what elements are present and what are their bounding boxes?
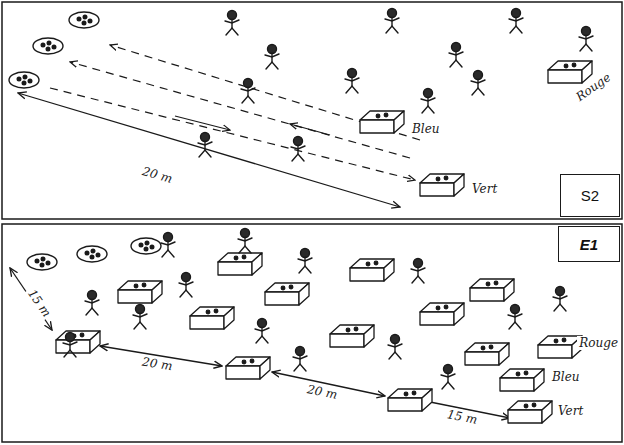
crate-label: Bleu (410, 122, 442, 136)
distance-label: 15 m (444, 407, 481, 428)
distance-label: 15 m (23, 285, 55, 321)
panel-code: S2 (581, 187, 599, 204)
crate-label: Bleu (550, 370, 582, 384)
crate-label: Vert (556, 404, 585, 418)
crate-label: Rouge (577, 336, 620, 350)
distance-label: 20 m (139, 164, 176, 187)
crate-label: Vert (470, 182, 499, 196)
panel-code: E1 (580, 236, 598, 253)
panel-tag: E1 (558, 226, 620, 262)
panel-tag: S2 (560, 174, 620, 217)
